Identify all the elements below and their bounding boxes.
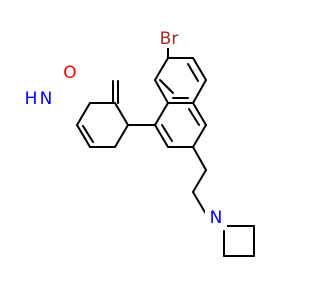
bromine-label: Br <box>160 29 179 49</box>
bond <box>192 169 207 193</box>
bond <box>154 79 169 104</box>
bond <box>76 102 91 126</box>
bonds <box>76 47 255 257</box>
bond <box>114 102 129 126</box>
bond <box>154 57 169 81</box>
bromine-atom: Br <box>155 28 185 49</box>
bond <box>154 124 169 148</box>
molecule-drawing: Br O H N N <box>22 28 255 257</box>
atom-labels: Br O H N N <box>22 28 227 229</box>
bond <box>114 124 129 148</box>
bond <box>192 146 207 171</box>
bond <box>192 57 207 81</box>
nh-n-label: N <box>40 89 53 109</box>
oxygen-label: O <box>63 63 76 83</box>
bond <box>192 124 207 148</box>
bond <box>188 108 200 126</box>
bond <box>192 102 207 126</box>
bond <box>82 125 94 143</box>
azetidine-n-label: N <box>210 208 223 228</box>
bond <box>159 79 174 94</box>
bond <box>187 63 199 82</box>
bond <box>192 191 207 215</box>
bond <box>154 102 169 126</box>
nh-atom: H N <box>22 88 62 110</box>
azetidine-nitrogen-atom: N <box>205 205 227 229</box>
nh-h-label: H <box>25 89 38 109</box>
bond <box>161 124 173 142</box>
structure-canvas: Br O H N N <box>22 28 255 257</box>
oxygen-atom: O <box>59 63 81 83</box>
bond <box>192 79 207 104</box>
bond <box>76 124 91 148</box>
